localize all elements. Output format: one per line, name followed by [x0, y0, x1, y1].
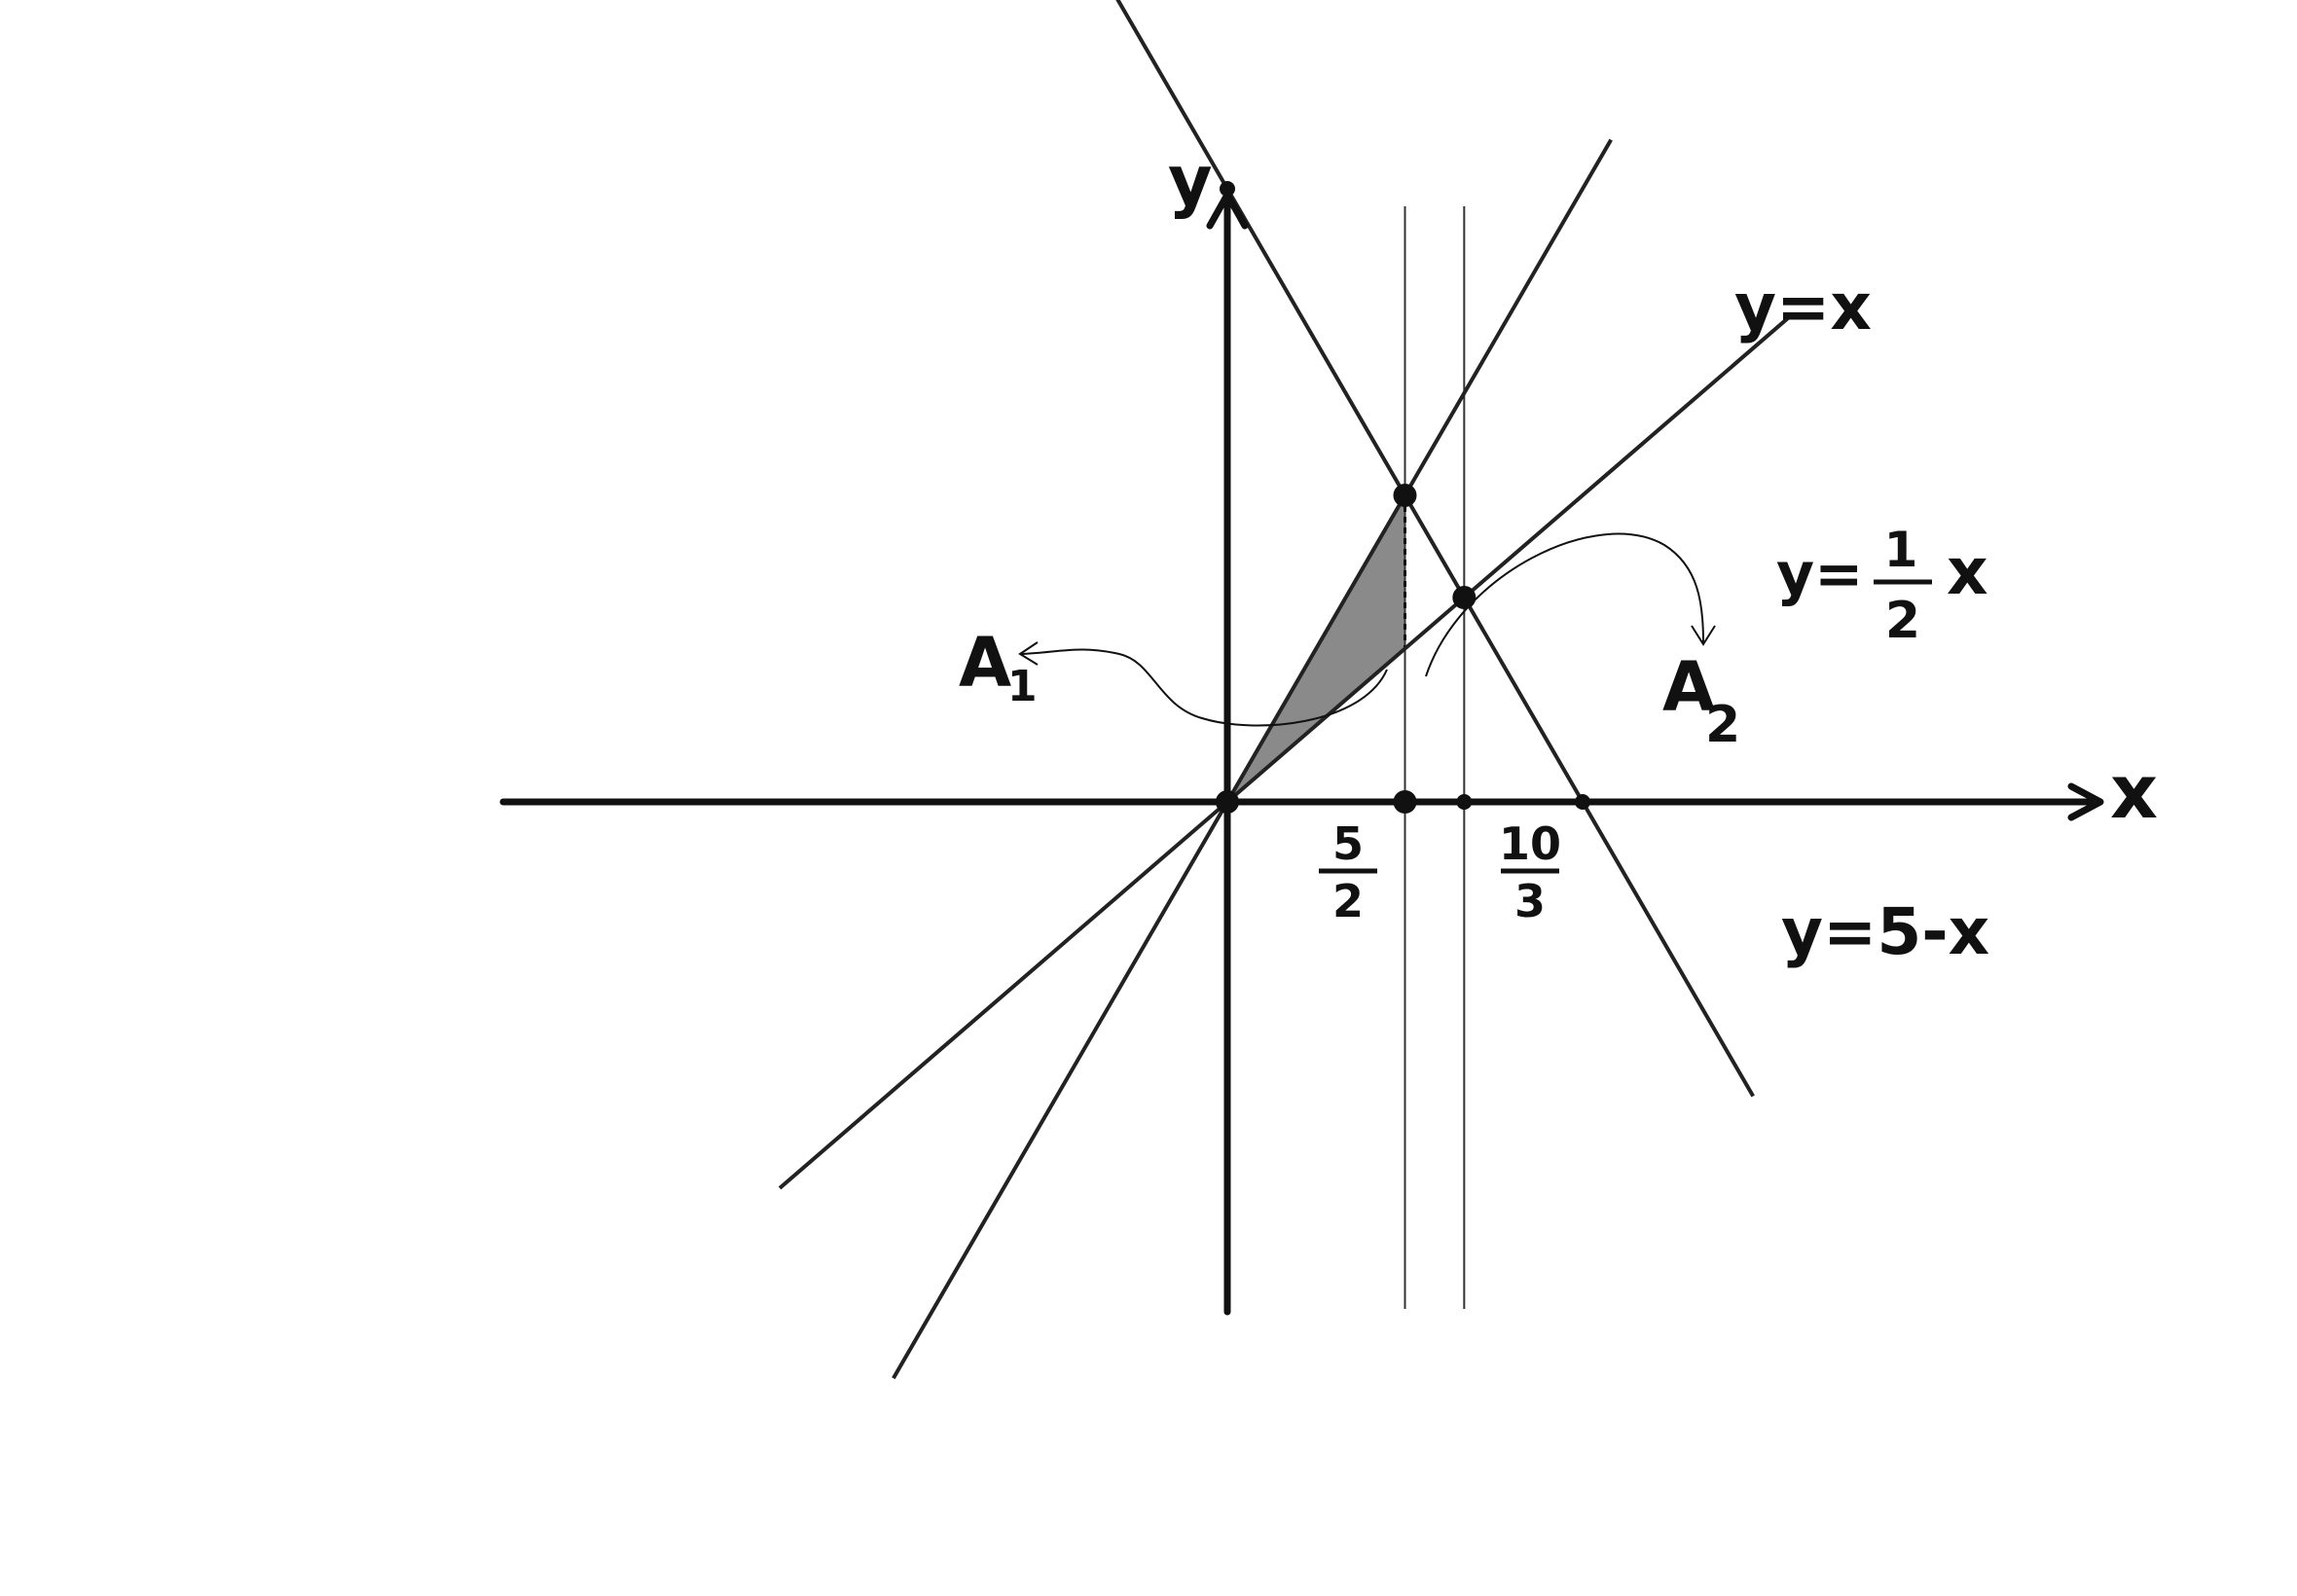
- label-y-eq-half-x: y= 1 2 x: [1776, 522, 1988, 650]
- label-y-eq-5-minus-x: y=5-x: [1781, 894, 1989, 969]
- tick-label-denominator: 2: [1332, 875, 1364, 927]
- label-y-eq-half-x-suffix: x: [1947, 534, 1988, 609]
- region-label-a1-main: A: [959, 623, 1011, 703]
- tick-label-denominator: 3: [1514, 875, 1546, 927]
- annotation-arrow-a2: [1425, 532, 1704, 677]
- annotation-arrow-a1: [1021, 648, 1388, 727]
- label-y-eq-half-x-denominator: 2: [1885, 592, 1920, 650]
- x-axis-arrowhead: [2067, 782, 2104, 821]
- tick-label-5-over-2: 5 2: [1319, 817, 1377, 927]
- y-axis-label: y: [1168, 141, 1213, 221]
- annotation-arrowhead-a1: [1018, 641, 1039, 666]
- key-point: [1575, 794, 1590, 810]
- label-y-eq-x: y=x: [1734, 270, 1872, 345]
- tick-label-numerator: 5: [1332, 817, 1364, 870]
- key-points: [1216, 181, 1590, 814]
- label-y-eq-half-x-prefix: y=: [1776, 540, 1863, 608]
- label-y-eq-half-x-numerator: 1: [1884, 522, 1918, 578]
- region-label-a2-sub: 2: [1705, 696, 1740, 754]
- tick-label-numerator: 10: [1499, 817, 1561, 870]
- key-point: [1216, 790, 1239, 814]
- key-point: [1456, 794, 1473, 810]
- line-y-eq-x: [892, 138, 1613, 1380]
- region-label-a2-main: A: [1662, 647, 1715, 727]
- region-label-a1-sub: 1: [1007, 662, 1038, 711]
- annotation-arrowhead-a2: [1691, 625, 1716, 646]
- x-axis-label: x: [2110, 748, 2158, 835]
- key-point: [1220, 181, 1235, 197]
- region-label-a1: A 1: [959, 623, 1038, 711]
- region-label-a2: A 2: [1662, 647, 1740, 754]
- tick-label-10-over-3: 10 3: [1499, 817, 1561, 927]
- line-y-eq-half-x: [778, 315, 1791, 1190]
- key-point: [1393, 790, 1417, 814]
- key-point: [1393, 484, 1417, 507]
- key-point: [1452, 585, 1477, 609]
- line-y-eq-5-minus-x: [1115, 0, 1755, 1098]
